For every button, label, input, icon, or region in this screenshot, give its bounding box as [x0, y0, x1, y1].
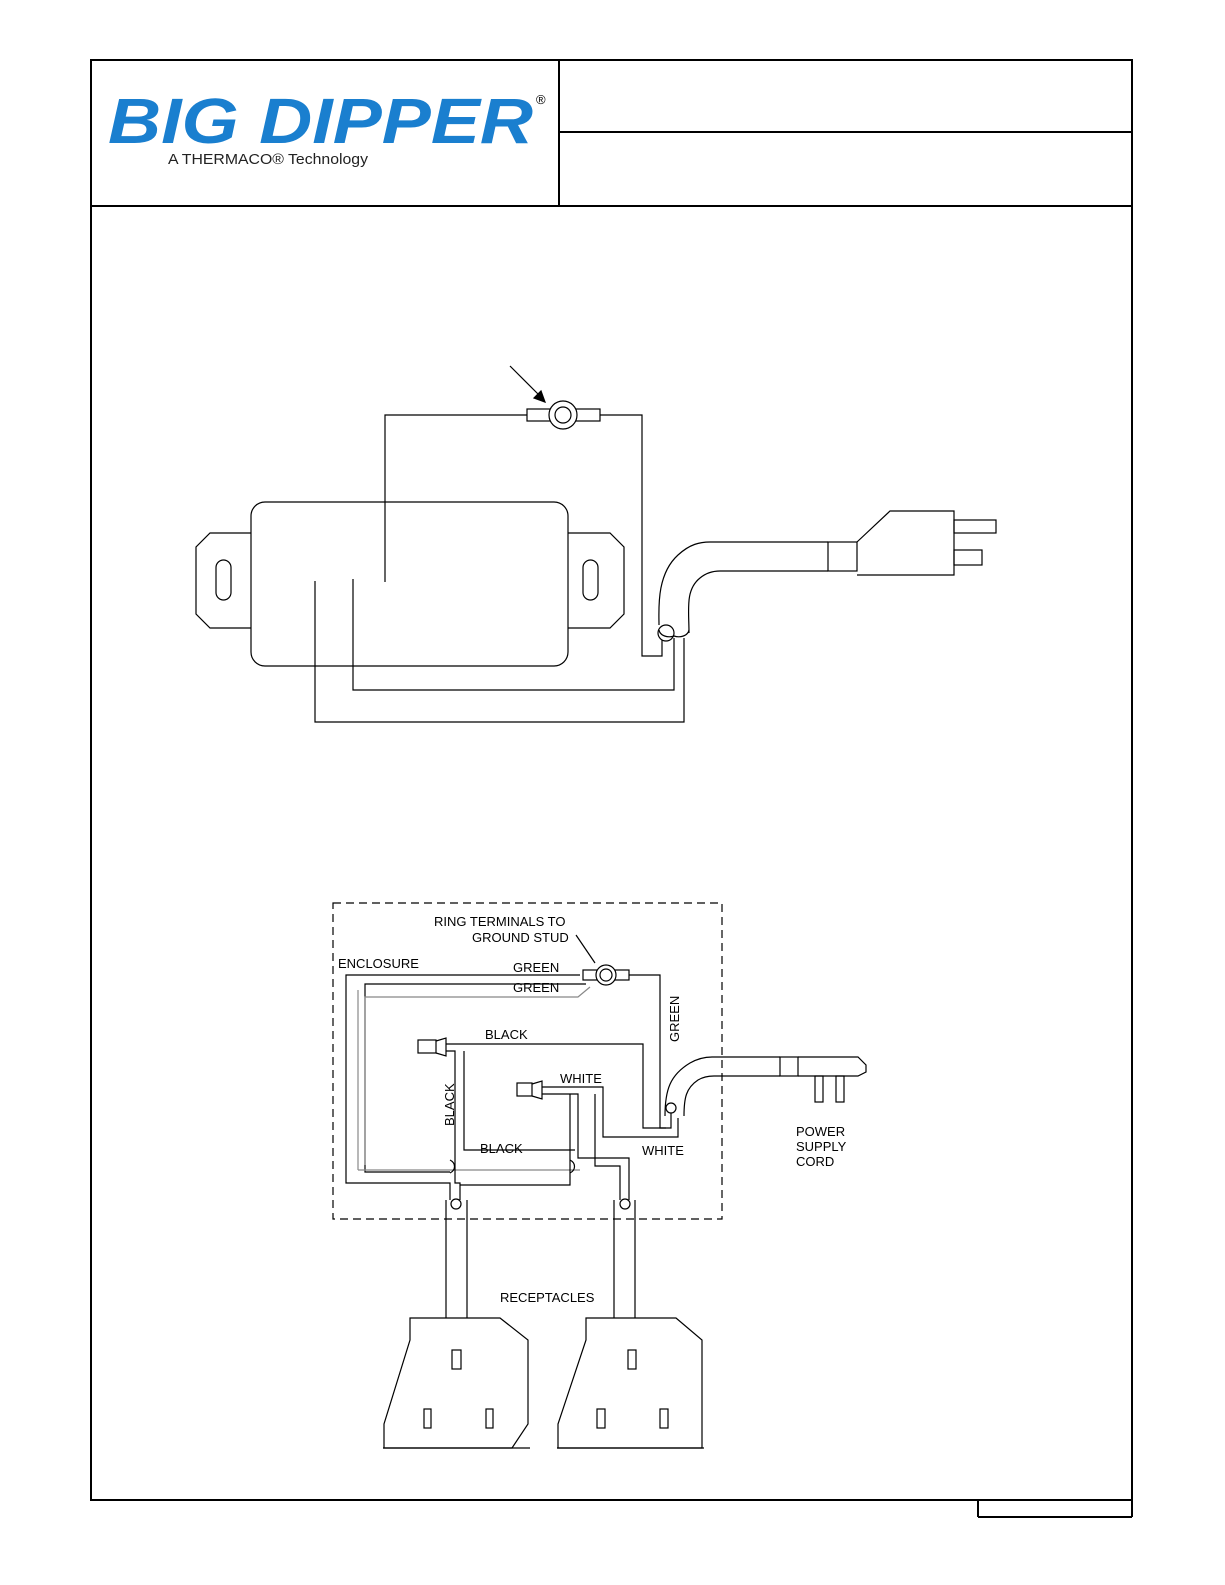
green-wire-label-vertical: GREEN [667, 996, 682, 1042]
brand-registered-mark: ® [536, 92, 546, 107]
receptacle-left [383, 1318, 530, 1448]
white-wire-label-lower: WHITE [642, 1143, 684, 1158]
enclosure-label: ENCLOSURE [338, 956, 419, 971]
schematic-labels: RING TERMINALS TO GROUND STUD ENCLOSURE … [338, 914, 847, 1305]
ground-note-line2: GROUND STUD [472, 930, 569, 945]
black-wire-label-top: BLACK [485, 1027, 528, 1042]
black-wire-label-lower: BLACK [480, 1141, 523, 1156]
power-cord-label-line1: POWER [796, 1124, 845, 1139]
white-wire-label-top: WHITE [560, 1071, 602, 1086]
ground-note-line1: RING TERMINALS TO [434, 914, 565, 929]
black-wire-label-vertical: BLACK [442, 1083, 457, 1126]
title-block [91, 60, 1132, 1517]
brand-logo: BIG DIPPER ® A THERMACO® Technology [108, 85, 546, 168]
brand-tagline: A THERMACO® Technology [168, 151, 369, 168]
enclosure-drawing [196, 366, 996, 722]
power-cord-label-line2: SUPPLY [796, 1139, 847, 1154]
brand-name: BIG DIPPER [108, 85, 533, 157]
power-cord-label-line3: CORD [796, 1154, 834, 1169]
receptacle-right [557, 1318, 704, 1448]
wiring-schematic [333, 903, 866, 1448]
green-wire-label-top: GREEN [513, 960, 559, 975]
receptacles-label: RECEPTACLES [500, 1290, 595, 1305]
green-wire-label-second: GREEN [513, 980, 559, 995]
